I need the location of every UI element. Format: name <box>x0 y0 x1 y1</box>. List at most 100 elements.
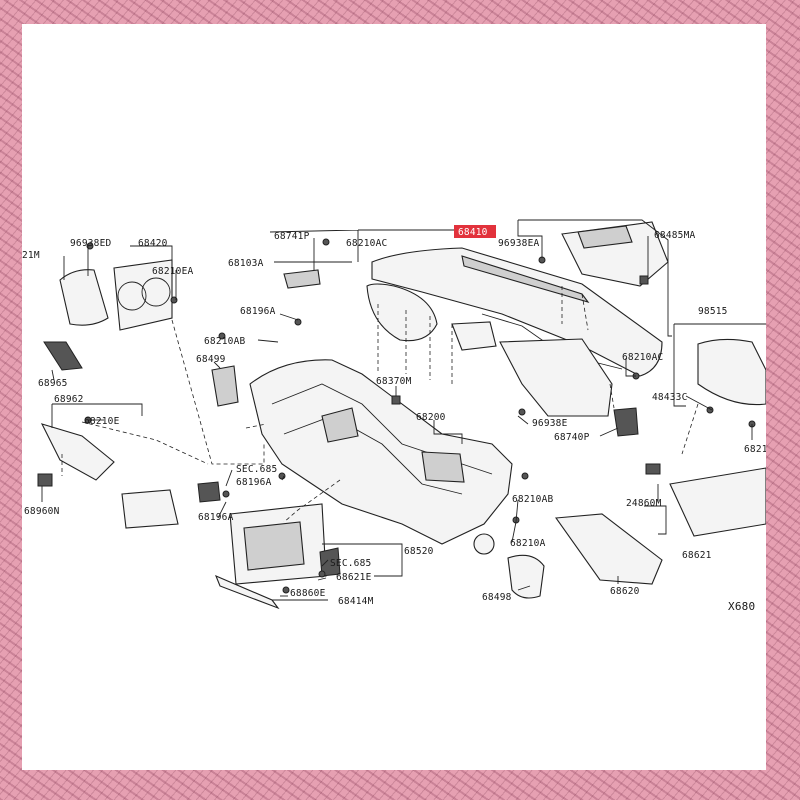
label-68621e: 68621E <box>336 572 372 583</box>
label-x680: X680 <box>728 600 755 613</box>
leader-48433c <box>685 395 713 411</box>
leader-68621e <box>317 577 327 581</box>
label-68196a-2: 68196A <box>236 477 272 488</box>
meter-dial-right <box>141 277 171 307</box>
label-68210ab-1: 68210AB <box>204 336 246 347</box>
bracket-98515 <box>673 323 766 407</box>
label-68414m: 68414M <box>338 596 374 607</box>
meter-ring-shape <box>113 259 173 331</box>
side-vent-right-shape <box>613 407 639 437</box>
highlight-68410 <box>454 225 496 238</box>
label-68196a-3: 68196A <box>198 512 234 523</box>
leader-68498 <box>517 585 531 591</box>
label-68620: 68620 <box>610 586 640 597</box>
leader-sec685-1 <box>225 469 233 487</box>
dash-member-detail-1 <box>271 383 493 475</box>
fastener-19 <box>639 275 649 285</box>
leader-68740p <box>599 427 619 437</box>
instrument-panel-pad-shape <box>371 247 663 377</box>
label-24860m: 24860M <box>626 498 662 509</box>
bracket-68410 <box>518 219 672 337</box>
center-cluster-screen <box>243 521 305 571</box>
glove-box-shape <box>669 467 766 537</box>
label-68962: 68962 <box>54 394 84 405</box>
glove-lid-shape <box>554 513 663 585</box>
leader-68210ab-1 <box>257 339 279 343</box>
dashed-cover-drops <box>561 286 589 331</box>
leader-68410 <box>517 220 543 258</box>
label-68860e: 68860E <box>290 588 326 599</box>
label-68498: 68498 <box>482 592 512 603</box>
fastener-6 <box>521 472 529 480</box>
side-vent-shape <box>211 365 239 407</box>
knee-part-shape <box>43 341 83 371</box>
fastener-2 <box>294 318 302 326</box>
label-68410: 68410 <box>458 227 488 238</box>
leader-sec685-2 <box>321 559 329 567</box>
dashed-pad-drops <box>377 304 453 384</box>
leader-68196a-1 <box>279 313 299 321</box>
label-68210e: 68210E <box>84 416 120 427</box>
fastener-9 <box>222 490 230 498</box>
leader-68965 <box>51 369 55 381</box>
fastener-11 <box>282 586 290 594</box>
label-98515: 98515 <box>698 306 728 317</box>
fastener-15 <box>86 242 94 250</box>
dash-member-shape <box>249 359 513 545</box>
side-lid-shape <box>507 554 545 599</box>
defroster-grille-shape <box>461 255 590 303</box>
fastener-4 <box>518 408 526 416</box>
bracket-68741p <box>269 229 462 262</box>
dashed-speaker-to-member <box>245 423 267 429</box>
radio-unit-shape <box>121 489 179 529</box>
leader-96938e <box>517 415 529 425</box>
lower-finisher-shape <box>214 574 280 610</box>
label-68210ea: 68210EA <box>152 266 194 277</box>
fastener-16 <box>170 296 178 304</box>
fastener-18 <box>391 395 401 405</box>
label-68965: 68965 <box>38 378 68 389</box>
label-68740p: 68740P <box>554 432 590 443</box>
label-68485ma: 68485MA <box>654 230 696 241</box>
dashed-airbag-to-glove <box>681 403 699 455</box>
small-vent-shape <box>283 269 321 289</box>
label-68210ab-2: 68210AB <box>512 494 554 505</box>
center-duct-shape <box>499 338 613 417</box>
fastener-10 <box>318 570 326 578</box>
label-68103a: 68103A <box>228 258 264 269</box>
bracket-68520 <box>322 543 403 577</box>
lower-cover-left-shape <box>40 423 115 481</box>
label-48433c: 48433C <box>652 392 688 403</box>
diagram-sheet: 21M 96938ED 68420 68210EA 68103A 68741P … <box>22 24 766 770</box>
label-6821: 6821 <box>744 444 766 455</box>
leader-68200 <box>433 420 463 444</box>
glove-clip-shape <box>645 463 661 475</box>
label-68210ac-mid: 68210AC <box>622 352 663 363</box>
leader-68420 <box>130 245 173 260</box>
label-96938ed: 96938ED <box>70 238 112 249</box>
label-68200: 68200 <box>416 412 446 423</box>
dashed-meter-to-member <box>171 319 265 465</box>
label-68499: 68499 <box>196 354 226 365</box>
clip-part-shape <box>37 473 53 487</box>
label-68420: 68420 <box>138 238 168 249</box>
cluster-lid-left-shape <box>59 269 109 326</box>
leader-68196a-3 <box>217 501 227 519</box>
label-68960n: 68960N <box>24 506 60 517</box>
fastener-3 <box>218 332 226 340</box>
fastener-1 <box>322 238 330 246</box>
pad-airbag-cover-shape <box>366 283 438 342</box>
dash-member-detail-2 <box>283 415 463 495</box>
label-68210a: 68210A <box>510 538 546 549</box>
label-96938ea: 96938EA <box>498 238 540 249</box>
fastener-8 <box>278 472 286 480</box>
dash-member-window-1 <box>321 407 359 443</box>
leader-68210a <box>511 521 517 543</box>
leader-68196a-2 <box>281 475 285 481</box>
label-68370m: 68370M <box>376 376 412 387</box>
meter-dial-left <box>117 281 147 311</box>
dash-member-window-2 <box>421 451 465 483</box>
label-68196a-1: 68196A <box>240 306 276 317</box>
leader-68210ab-2 <box>515 499 519 523</box>
label-sec685-1: SEC.685 <box>236 464 277 475</box>
